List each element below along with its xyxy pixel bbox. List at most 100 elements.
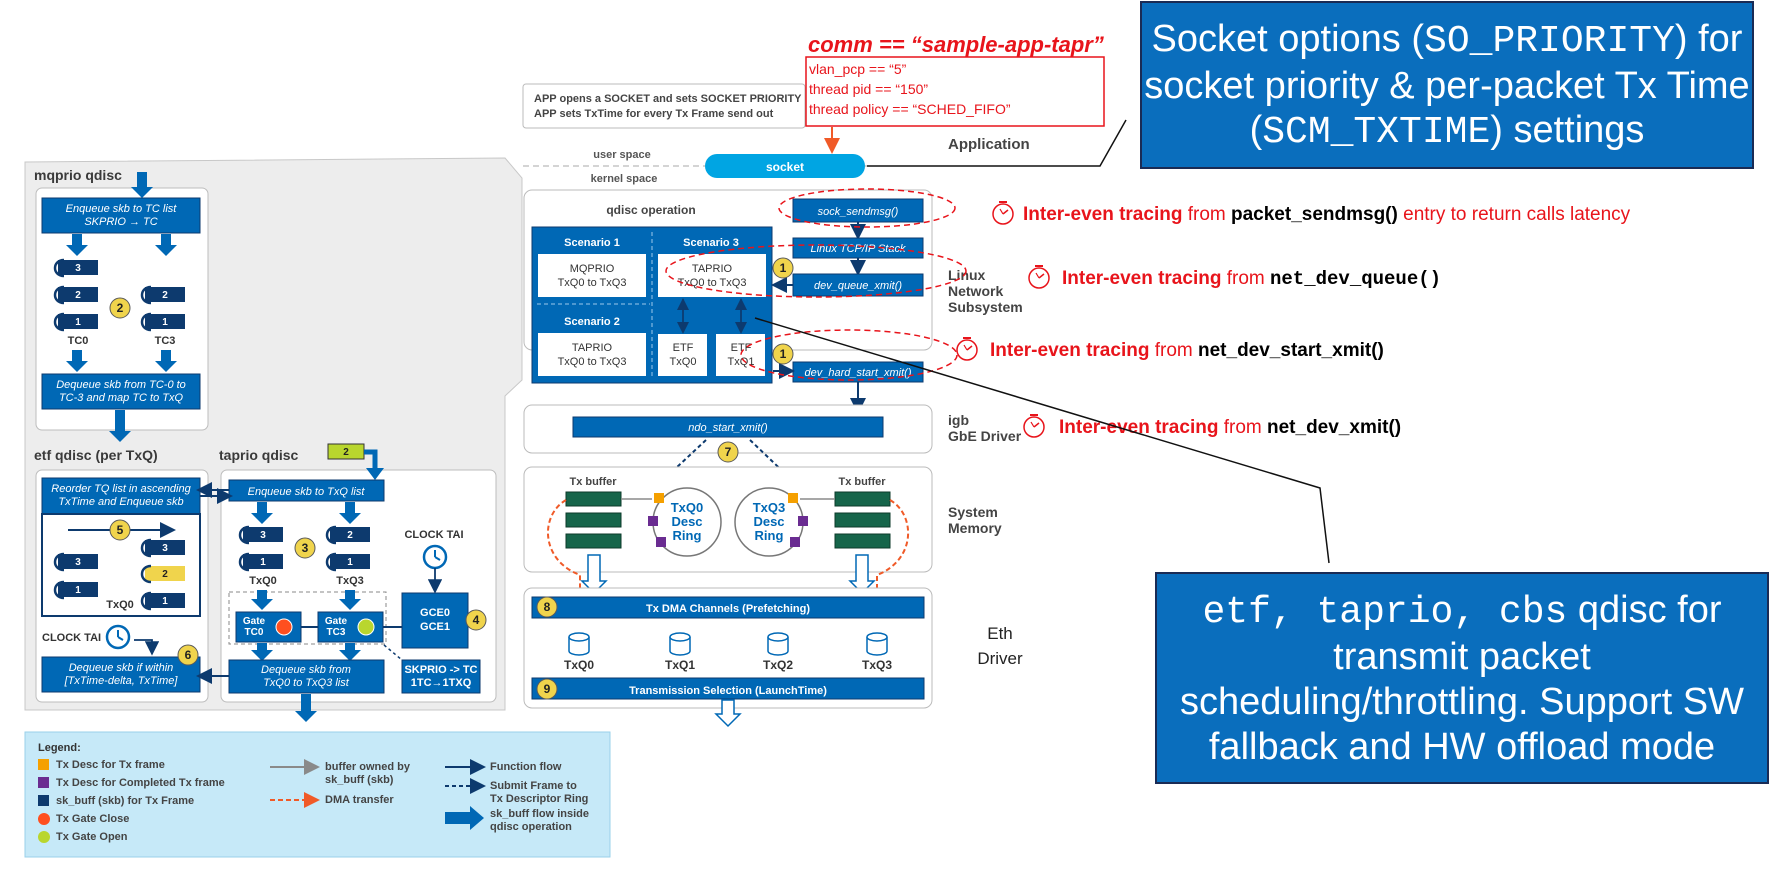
- badge-number: 4: [473, 613, 480, 627]
- comm-line: thread pid == “150”: [809, 81, 928, 97]
- taprio-gate0-arrow: [251, 590, 273, 610]
- system-memory-label: System: [948, 504, 998, 520]
- tx-queue-label: TxQ0: [564, 658, 594, 672]
- txq3-ring-text: Desc: [753, 514, 784, 529]
- tx-queue-icon: [669, 637, 691, 656]
- dev-queue-xmit-text: dev_queue_xmit(): [814, 280, 902, 292]
- etf-left-skb: [58, 582, 98, 597]
- mqprio-scenario-text: MQPRIO: [570, 263, 615, 275]
- gate-tc3-text: TC3: [327, 627, 346, 638]
- etf-reorder-box: [41, 477, 201, 515]
- skb-number: 2: [162, 569, 168, 580]
- etf-txq1-box: [716, 334, 765, 376]
- gce-text: GCE1: [420, 621, 450, 633]
- badge-1: [772, 257, 794, 279]
- mqprio-dequeue-text: TC-3 and map TC to TxQ: [59, 392, 184, 404]
- skb-number: 3: [75, 263, 81, 274]
- application-label: Application: [948, 136, 1030, 153]
- badge-number: 6: [185, 648, 192, 662]
- badge-4: [465, 609, 487, 631]
- legend-swatch: [38, 795, 49, 806]
- tc0-label: TC0: [68, 335, 89, 347]
- dma-path-txq0: [546, 499, 588, 626]
- etf-txq0-text: ETF: [673, 342, 694, 354]
- badge-number: 2: [117, 301, 124, 315]
- tx-queue-label: TxQ1: [665, 658, 695, 672]
- sock-sendmsg-text: sock_sendmsg(): [818, 206, 899, 218]
- tcpip-stack-text: Linux TCP/IP Stack: [811, 243, 906, 255]
- etf-right-skb-new: [145, 566, 185, 581]
- legend-line-label: buffer owned by: [325, 761, 411, 773]
- taprio-scenario2-text: TxQ0 to TxQ3: [558, 356, 627, 368]
- legend-line-label: sk_buff flow inside: [490, 808, 589, 820]
- dev-hard-start-xmit-text: dev_hard_start_xmit(): [805, 367, 912, 379]
- skb-number: 2: [347, 530, 353, 541]
- etf-reorder-text: TxTime and Enqueue skb: [58, 496, 183, 508]
- skb-number: 1: [75, 585, 81, 596]
- etf-loop: [140, 538, 152, 558]
- app-note-text: APP sets TxTime for every Tx Frame send …: [534, 108, 774, 120]
- skb-number: 1: [75, 317, 81, 328]
- callout-text: ) settings: [1490, 109, 1645, 151]
- badge-number: 1: [780, 261, 787, 275]
- mqprio-title: mqprio qdisc: [34, 167, 122, 183]
- legend-item-label: Tx Gate Close: [56, 813, 129, 825]
- skprio-link: [383, 644, 403, 661]
- tracing-label: Inter-even tracing: [990, 340, 1149, 361]
- tracing-annotation: Inter-even tracing from net_dev_queue(): [1062, 268, 1441, 290]
- etf-dequeue-text: [TxTime-delta, TxTime]: [64, 675, 179, 687]
- stopwatch-hand: [1033, 422, 1040, 428]
- completed-desc-marker: [790, 537, 800, 547]
- badge-5: [109, 519, 131, 541]
- gate-tc0-text: Gate: [243, 616, 266, 627]
- taprio-dequeue-text: Dequeue skb from: [261, 664, 351, 676]
- eth-output-arrow: [714, 699, 742, 728]
- igb-label: igb: [948, 412, 969, 428]
- stopwatch-hand: [963, 344, 968, 351]
- tx-buffer-label: Tx buffer: [838, 476, 886, 488]
- gate-tc0-text: TC0: [245, 627, 264, 638]
- taprio-dequeue-arrow0: [251, 643, 273, 661]
- mqprio-enqueue-text: Enqueue skb to TC list: [66, 203, 178, 215]
- linux-network-label: Network: [948, 283, 1003, 299]
- tx-buffer-slot: [834, 512, 891, 528]
- txq3-ring-text: Ring: [755, 528, 784, 543]
- user-space-label: user space: [593, 149, 650, 161]
- skb-number: 1: [162, 317, 168, 328]
- comm-line: thread policy == “SCHED_FIFO”: [809, 101, 1011, 117]
- gate-close-icon: [275, 618, 293, 636]
- skprio-text: 1TC→1TXQ: [411, 677, 472, 689]
- mqprio-tc3-skb: [145, 314, 185, 329]
- scenario-3-label: Scenario 3: [683, 237, 739, 249]
- badge-number: 3: [302, 541, 309, 555]
- queue-icon-top: [866, 632, 888, 642]
- etf-loop: [53, 552, 65, 572]
- mqprio-dequeue-text: Dequeue skb from TC-0 to: [56, 379, 186, 391]
- legend-swatch: [38, 813, 50, 825]
- stopwatch-hand: [1030, 421, 1035, 428]
- taprio-enqueue-text: Enqueue skb to TxQ list: [248, 486, 366, 498]
- taprio-loop: [238, 525, 250, 545]
- so-priority-code: SO_PRIORITY: [1424, 20, 1675, 63]
- legend-item-label: Tx Desc for Completed Tx frame: [56, 777, 225, 789]
- socket-callout-pointer: [867, 119, 1127, 167]
- socket-options-callout: Socket options (SO_PRIORITY) for socket …: [1140, 1, 1754, 169]
- skb-number: 3: [260, 530, 266, 541]
- skb-number: 3: [75, 557, 81, 568]
- tracing-from: from: [1182, 204, 1231, 225]
- taprio-incoming-arrow: [364, 449, 378, 472]
- badge-9: [536, 678, 558, 700]
- skb-number: 2: [75, 290, 81, 301]
- socket-pill: [705, 154, 865, 178]
- txq3-ring-text: TxQ3: [753, 500, 786, 515]
- tx-dma-channels-box: [531, 596, 925, 619]
- taprio-scenario3-box: [658, 254, 766, 297]
- taprio-loop: [325, 552, 337, 572]
- clock-hand: [117, 636, 124, 641]
- txq0-ring-text: TxQ0: [671, 500, 704, 515]
- tracing-from: from: [1149, 340, 1198, 361]
- mqprio-output-arrow: [109, 410, 131, 442]
- tracing-function: net_dev_start_xmit(): [1198, 340, 1384, 361]
- tracing-annotation: Inter-even tracing from packet_sendmsg()…: [1023, 204, 1631, 225]
- txq0-ring-text: Desc: [671, 514, 702, 529]
